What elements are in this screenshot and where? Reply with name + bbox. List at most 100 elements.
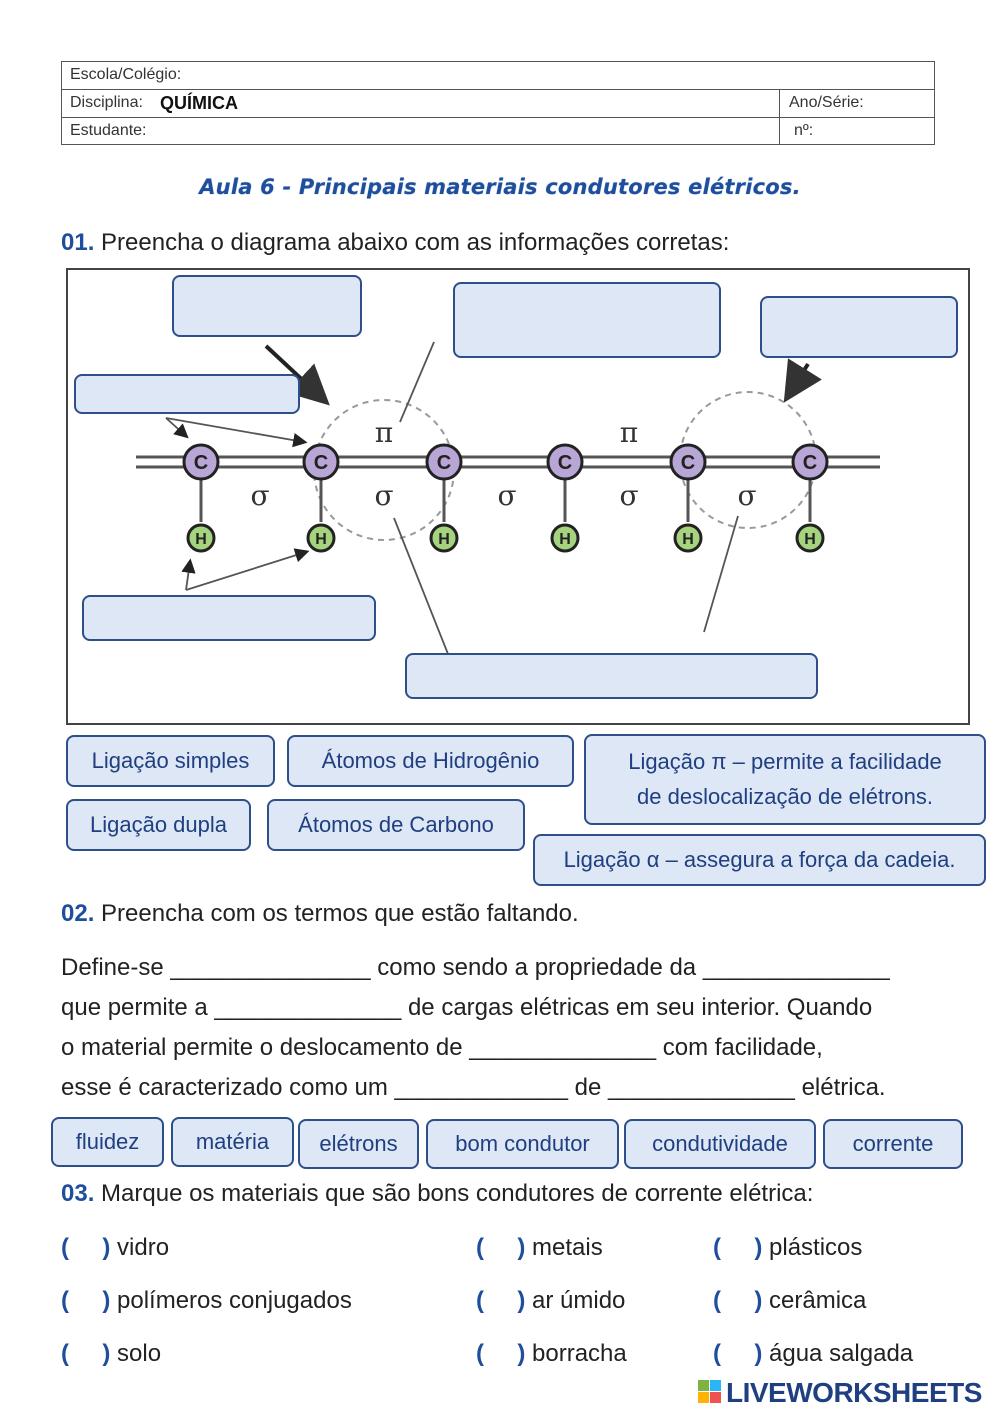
word-chip-label: matéria (195, 1128, 270, 1154)
hydrogen-atom (429, 523, 459, 553)
option-label-line1: Ligação π – permite a facilidade (628, 749, 942, 775)
carbon-label: C (314, 452, 328, 474)
checkbox-close[interactable]: ) (754, 1234, 763, 1261)
sigma-label: σ (374, 479, 393, 512)
word-chip-label: elétrons (319, 1130, 398, 1156)
hydrogen-atom (673, 523, 703, 553)
checkbox-open[interactable]: ( (713, 1287, 721, 1314)
option-label: Átomos de Hidrogênio (321, 747, 540, 773)
material-label: metais (532, 1234, 603, 1261)
carbon-atom (182, 443, 220, 481)
discipline-value: QUÍMICA (160, 93, 238, 113)
material-option[interactable]: ( ) polímeros conjugados (61, 1287, 352, 1315)
discipline-row: Disciplina: QUÍMICA Ano/Série: (62, 90, 934, 118)
drop-zone-bottom-left[interactable] (82, 595, 376, 641)
material-option[interactable]: ( ) solo (61, 1340, 161, 1368)
pointer-lines (165, 341, 739, 655)
question-2-number: 02. (61, 900, 95, 927)
checkbox-open[interactable]: ( (713, 1340, 721, 1367)
question-2-line-1: Define-se _______________ como sendo a p… (61, 954, 890, 981)
hydrogen-label: H (559, 531, 571, 548)
grade-label: Ano/Série: (789, 94, 864, 111)
drop-zone-top-center[interactable] (453, 282, 721, 358)
checkbox-close[interactable]: ) (102, 1234, 111, 1261)
checkbox-open[interactable]: ( (476, 1234, 484, 1261)
question-1-text: Preencha o diagrama abaixo com as inform… (94, 229, 730, 256)
question-2-line-4: esse é caracterizado como um ___________… (61, 1074, 886, 1101)
checkbox-open[interactable]: ( (61, 1287, 69, 1314)
option-ligacao-alpha[interactable]: Ligação α – assegura a força da cadeia. (533, 834, 986, 886)
checkbox-close[interactable]: ) (517, 1234, 526, 1261)
brand-name[interactable]: LIVEWORKSHEETS (726, 1377, 982, 1408)
option-atomos-hidrogenio[interactable]: Átomos de Hidrogênio (287, 735, 574, 787)
checkbox-open[interactable]: ( (476, 1287, 484, 1314)
drop-zone-bottom-center[interactable] (405, 653, 818, 699)
sigma-label: σ (497, 479, 516, 512)
material-option[interactable]: ( ) cerâmica (713, 1287, 866, 1315)
option-label: Ligação simples (91, 747, 250, 773)
diagram-canvas: C C C C C C H H H H H H π π σ (136, 341, 880, 655)
drop-zone-left[interactable] (74, 374, 300, 414)
carbon-atom (425, 443, 463, 481)
checkbox-close[interactable]: ) (102, 1340, 111, 1367)
arrow-to-double-bond (264, 344, 330, 406)
material-option[interactable]: ( ) plásticos (713, 1234, 862, 1262)
word-chip-eletrons[interactable]: elétrons (298, 1119, 419, 1169)
polymer-diagram: C C C C C C H H H H H H π π σ (66, 268, 970, 725)
hydrogen-bonds (199, 480, 812, 522)
hydrogen-atom (306, 523, 336, 553)
checkbox-close[interactable]: ) (754, 1287, 763, 1314)
material-option[interactable]: ( ) borracha (476, 1340, 627, 1368)
checkbox-open[interactable]: ( (61, 1340, 69, 1367)
hydrogen-label: H (682, 531, 694, 548)
drop-zone-top-right[interactable] (760, 296, 958, 358)
material-label: cerâmica (769, 1287, 867, 1314)
material-label: vidro (117, 1234, 170, 1261)
checkbox-open[interactable]: ( (476, 1340, 484, 1367)
page-title: Aula 6 - Principais materiais condutores… (199, 175, 801, 199)
carbon-label: C (803, 452, 817, 474)
option-atomos-carbono[interactable]: Átomos de Carbono (267, 799, 525, 851)
hydrogen-atom (795, 523, 825, 553)
question-1-number: 01. (61, 229, 95, 256)
word-chip-label: corrente (852, 1130, 934, 1156)
word-chip-bom-condutor[interactable]: bom condutor (426, 1119, 619, 1169)
hydrogen-atom (550, 523, 580, 553)
word-chip-condutividade[interactable]: condutividade (624, 1119, 816, 1169)
word-chip-label: fluidez (75, 1128, 140, 1154)
drop-zone-top-left[interactable] (172, 275, 362, 337)
word-chip-label: bom condutor (455, 1130, 590, 1156)
material-label: polímeros conjugados (117, 1287, 352, 1314)
material-option[interactable]: ( ) vidro (61, 1234, 169, 1262)
material-label: plásticos (769, 1234, 863, 1261)
number-label: nº: (794, 122, 814, 139)
option-label-line2: de deslocalização de elétrons. (637, 783, 933, 809)
checkbox-open[interactable]: ( (713, 1234, 721, 1261)
checkbox-close[interactable]: ) (517, 1340, 526, 1367)
word-chip-corrente[interactable]: corrente (823, 1119, 963, 1169)
material-label: borracha (532, 1340, 627, 1367)
checkbox-close[interactable]: ) (102, 1287, 111, 1314)
word-chip-materia[interactable]: matéria (171, 1117, 294, 1167)
hydrogen-atom (186, 523, 216, 553)
checkbox-close[interactable]: ) (517, 1287, 526, 1314)
option-ligacao-simples[interactable]: Ligação simples (66, 735, 275, 787)
arrow-to-double-bond-2 (783, 358, 822, 403)
word-chip-fluidez[interactable]: fluidez (51, 1117, 164, 1167)
material-label: solo (117, 1340, 162, 1367)
hydrogen-atoms (186, 523, 825, 553)
material-label: água salgada (769, 1340, 914, 1367)
material-option[interactable]: ( ) água salgada (713, 1340, 913, 1368)
checkbox-close[interactable]: ) (754, 1340, 763, 1367)
material-option[interactable]: ( ) metais (476, 1234, 603, 1262)
carbon-label: C (558, 452, 572, 474)
material-option[interactable]: ( ) ar úmido (476, 1287, 625, 1315)
carbon-atom (791, 443, 829, 481)
hydrogen-label: H (195, 531, 207, 548)
carbon-atom (546, 443, 584, 481)
option-ligacao-dupla[interactable]: Ligação dupla (66, 799, 251, 851)
checkbox-open[interactable]: ( (61, 1234, 69, 1261)
option-ligacao-pi[interactable]: Ligação π – permite a facilidade de desl… (584, 734, 986, 825)
option-label: Átomos de Carbono (298, 811, 494, 837)
school-row: Escola/Colégio: (62, 62, 934, 90)
